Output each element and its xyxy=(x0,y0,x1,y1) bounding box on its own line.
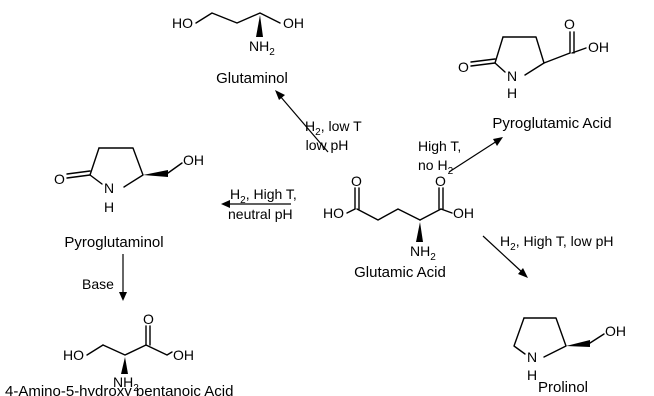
glutamic-alpha-co-bond xyxy=(438,187,444,210)
prolinol-ring-bond-b xyxy=(513,317,526,355)
pyroglutaminol-o-label: O xyxy=(54,171,65,187)
glutamic-nh2-label: NH2 xyxy=(410,243,436,263)
pyroglutamic-acid-name: Pyroglutamic Acid xyxy=(492,115,611,132)
condition-glutaminol-line2: low pH xyxy=(306,137,349,153)
amino-acid-ho-label: HO xyxy=(63,347,84,363)
pyroglutamic-carbonyl-o-label: O xyxy=(564,16,575,32)
amino-acid-wedge-bond xyxy=(121,357,128,374)
glutamic-acid-structure: HO O O OH NH2 Glutamic Acid xyxy=(323,173,474,281)
glutaminol-nh2-label: NH2 xyxy=(249,38,275,58)
amino-acid-ho-bond xyxy=(86,344,104,356)
glutaminol-oh-label: OH xyxy=(283,15,304,31)
glutamic-acid-bond xyxy=(419,208,442,221)
condition-prolinol: H2, High T, low pH xyxy=(500,233,613,253)
condition-pyroglutamic-line2: no H2 xyxy=(418,157,454,177)
glutamic-ho-bond xyxy=(346,208,356,214)
pyroglutamic-ring-bond-b xyxy=(494,36,506,73)
glutamic-side-co-bond xyxy=(354,187,360,210)
arrow-base xyxy=(119,254,127,301)
amino-acid-name: 4-Amino-5-hydroxy pentanoic Acid xyxy=(5,383,233,396)
glutaminol-structure: HO OH NH2 Glutaminol xyxy=(172,12,304,87)
condition-pyroglutamic-line1: High T, xyxy=(418,138,461,154)
amino-acid-oh-label: OH xyxy=(173,347,194,363)
glutamic-alpha-o-label: O xyxy=(435,173,446,189)
condition-pyroglutaminol-line2: neutral pH xyxy=(228,206,293,222)
pyroglutaminol-h-label: H xyxy=(104,199,114,215)
glutamic-chain-bond xyxy=(356,208,421,221)
pyroglutamic-ring-bond-a xyxy=(502,36,545,76)
pyroglutaminol-carbonyl-bond xyxy=(66,170,91,179)
pyroglutaminol-ch2oh-bond xyxy=(167,162,183,174)
prolinol-n-label: N xyxy=(527,349,537,365)
glutamic-acid-name: Glutamic Acid xyxy=(354,264,446,281)
pyroglutaminol-oh-label: OH xyxy=(183,152,204,168)
condition-pyroglutaminol-line1: H2, High T, xyxy=(230,186,297,206)
pyroglutamic-h-label: H xyxy=(507,85,517,101)
prolinol-wedge-bond xyxy=(566,340,590,347)
pyroglutamic-o-label: O xyxy=(458,59,469,75)
glutaminol-name: Glutaminol xyxy=(216,70,288,87)
pyroglutaminol-name: Pyroglutaminol xyxy=(64,234,163,251)
prolinol-oh-label: OH xyxy=(605,323,626,339)
prolinol-ring-bond-a xyxy=(523,317,567,358)
pyroglutaminol-n-label: N xyxy=(104,180,114,196)
pyroglutamic-cooh-bond xyxy=(543,52,571,64)
amino-acid-nh2-label: NH2 xyxy=(113,374,139,394)
glutaminol-chain-bond xyxy=(195,12,281,24)
arrow-to-pyroglutaminol xyxy=(221,200,291,208)
arrow-to-pyroglutamic xyxy=(448,137,503,173)
glutaminol-wedge-bond xyxy=(256,15,263,37)
pyroglutamic-acid-structure: O N H O OH Pyroglutamic Acid xyxy=(458,16,612,132)
arrow-to-glutaminol xyxy=(275,90,329,153)
glutamic-oh-label: OH xyxy=(453,205,474,221)
pyroglutamic-oh-label: OH xyxy=(588,39,609,55)
prolinol-h-label: H xyxy=(527,367,537,383)
pyroglutaminol-wedge-bond xyxy=(143,170,168,177)
condition-glutaminol-line1: H2, low T xyxy=(305,118,362,138)
glutamic-wedge-bond xyxy=(416,222,423,242)
condition-base: Base xyxy=(82,276,114,292)
pyroglutamic-n-label: N xyxy=(507,68,517,84)
pyroglutaminol-ring-bond-a xyxy=(98,147,144,188)
prolinol-structure: N H OH Prolinol xyxy=(513,317,626,396)
amino-acid-co-bond xyxy=(145,325,151,346)
pyroglutaminol-ring-bond-b xyxy=(89,147,103,185)
arrow-to-prolinol xyxy=(482,235,528,278)
prolinol-name: Prolinol xyxy=(538,379,588,396)
amino-acid-o-label: O xyxy=(143,311,154,327)
pyroglutamic-coh-bond xyxy=(571,47,587,54)
pyroglutamic-co-bond xyxy=(569,31,575,54)
glutaminol-ho-label: HO xyxy=(172,15,193,31)
glutamic-ho-label: HO xyxy=(323,205,344,221)
pyroglutamic-carbonyl-bond xyxy=(470,58,496,67)
glutamic-side-o-label: O xyxy=(351,173,362,189)
glutamic-oh-bond xyxy=(440,208,453,214)
amino-acid-structure: HO O OH NH2 4-Amino-5-hydroxy pentanoic … xyxy=(5,311,233,396)
prolinol-ch2oh-bond xyxy=(589,333,605,344)
pyroglutaminol-structure: O N H OH Pyroglutaminol xyxy=(54,147,204,251)
amino-acid-chain-bond xyxy=(102,344,173,356)
